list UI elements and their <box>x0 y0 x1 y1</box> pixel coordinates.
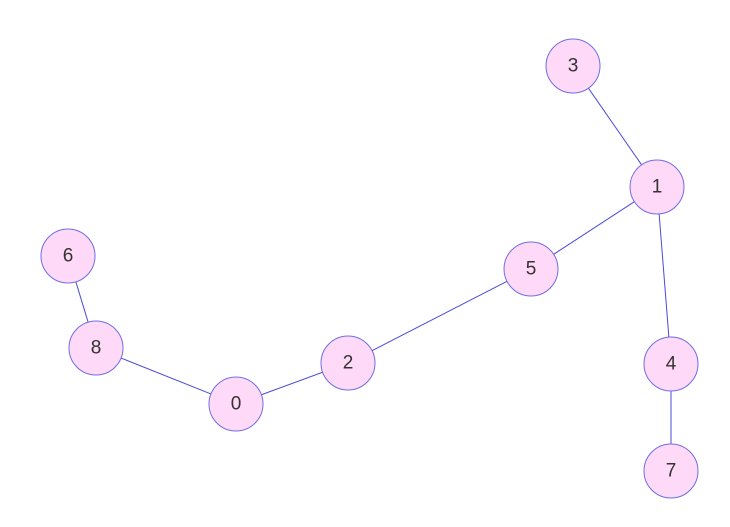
node-0[interactable]: 0 <box>208 376 264 432</box>
node-circle[interactable] <box>320 335 376 391</box>
node-label: 3 <box>568 56 579 77</box>
node-1[interactable]: 1 <box>629 159 685 215</box>
edge-1-5 <box>553 201 635 255</box>
node-label: 1 <box>652 177 663 198</box>
node-label: 6 <box>63 246 74 267</box>
node-label: 2 <box>343 353 354 374</box>
node-5[interactable]: 5 <box>503 241 559 297</box>
edges-layer <box>75 87 672 444</box>
edge-5-2 <box>371 280 508 352</box>
node-6[interactable]: 6 <box>40 228 96 284</box>
edge-1-4 <box>658 213 670 338</box>
node-label: 0 <box>231 394 242 415</box>
edge-8-6 <box>75 281 89 323</box>
node-3[interactable]: 3 <box>545 38 601 94</box>
node-label: 5 <box>526 259 537 280</box>
edge-0-8 <box>120 357 212 395</box>
node-label: 7 <box>666 461 677 482</box>
edge-2-0 <box>261 371 323 396</box>
node-circle[interactable] <box>545 38 601 94</box>
node-circle[interactable] <box>629 159 685 215</box>
node-label: 8 <box>91 338 102 359</box>
edge-3-1 <box>587 87 643 166</box>
node-7[interactable]: 7 <box>643 443 699 499</box>
nodes-layer: 0 1 2 3 4 5 6 7 8 <box>40 38 699 499</box>
node-label: 4 <box>666 354 677 375</box>
node-2[interactable]: 2 <box>320 335 376 391</box>
node-circle[interactable] <box>503 241 559 297</box>
node-circle[interactable] <box>643 336 699 392</box>
node-4[interactable]: 4 <box>643 336 699 392</box>
node-circle[interactable] <box>68 320 124 376</box>
node-circle[interactable] <box>208 376 264 432</box>
node-circle[interactable] <box>643 443 699 499</box>
node-circle[interactable] <box>40 228 96 284</box>
node-8[interactable]: 8 <box>68 320 124 376</box>
